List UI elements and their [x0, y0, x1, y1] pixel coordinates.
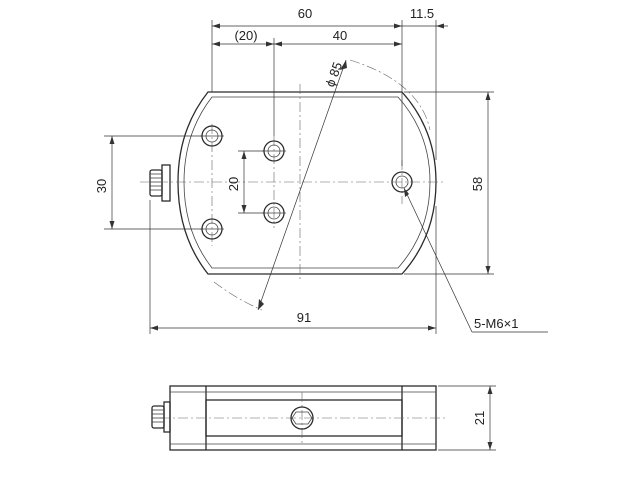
adjust-knob	[149, 164, 171, 202]
dim-top-spacing: 40	[333, 28, 347, 43]
dim-height-inner: 20	[226, 177, 241, 191]
bolt-circle-arc	[349, 59, 431, 131]
side-view	[151, 385, 446, 451]
side-dimension: 21	[438, 385, 496, 451]
dim-height-left: 30	[94, 179, 109, 193]
dim-top-offset: 11.5	[410, 6, 434, 21]
left-dimensions: 30 20	[94, 135, 264, 230]
dim-side-height: 21	[472, 411, 487, 425]
dim-top-overall: 60	[298, 6, 312, 21]
right-dimensions: 58	[404, 91, 494, 275]
top-dimensions: 60 11.5 (20) 40 ϕ 85	[211, 6, 448, 166]
thread-callout: 5-M6×1	[403, 187, 548, 333]
dim-top-ref: (20)	[234, 28, 257, 43]
thread-note: 5-M6×1	[474, 316, 518, 331]
plate-outline	[177, 91, 437, 275]
top-view	[140, 59, 444, 311]
dim-width-bottom: 91	[297, 310, 311, 325]
mounting-hole	[391, 171, 413, 193]
mounting-hole	[262, 202, 286, 224]
plate-inner-rim	[183, 96, 431, 269]
adjust-knob-side	[151, 401, 171, 433]
diameter-leader	[257, 59, 347, 311]
bottom-dimension: 91	[149, 200, 437, 334]
hex-socket-screw	[290, 406, 314, 430]
dim-diameter: ϕ 85	[322, 60, 345, 89]
dim-height-right: 58	[470, 177, 485, 191]
